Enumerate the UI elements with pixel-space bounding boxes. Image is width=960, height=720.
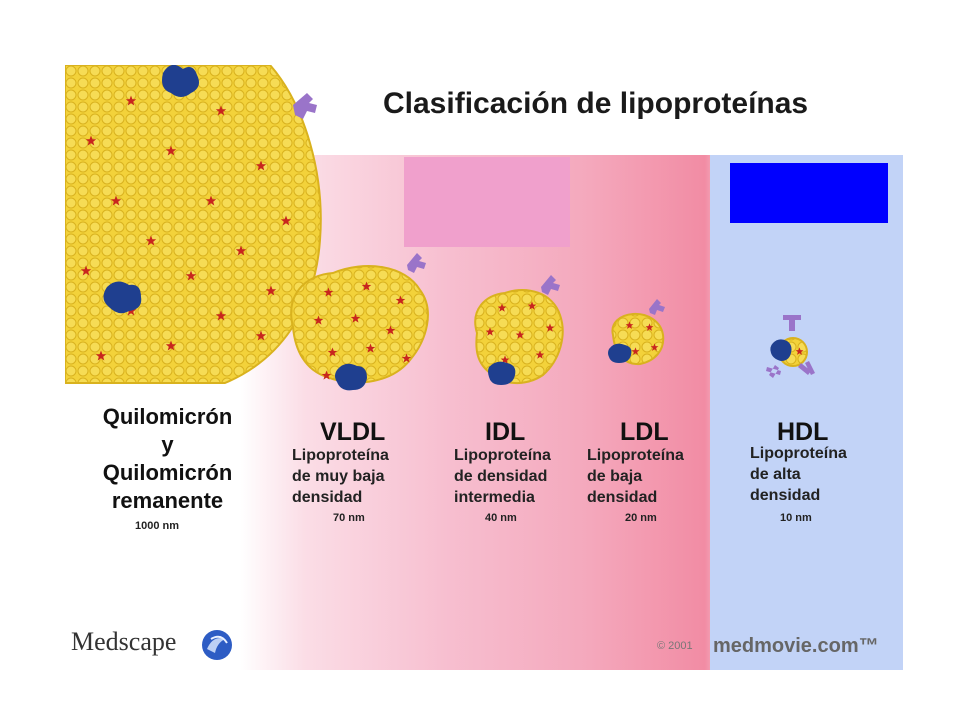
hdl-zone bbox=[710, 155, 903, 670]
pink-box bbox=[404, 157, 570, 247]
hdl-description: Lipoproteína de alta densidad bbox=[750, 445, 847, 504]
medscape-brand: Medscape bbox=[71, 627, 177, 656]
hdl-size: 10 nm bbox=[780, 512, 812, 524]
particles-illustration bbox=[65, 65, 815, 660]
chylomicron-label: Quilomicrón y Quilomicrón remanente bbox=[102, 404, 233, 513]
lipoprotein-slide: Clasificación de lipoproteínas Quilomicr… bbox=[65, 65, 903, 670]
ldl-size: 20 nm bbox=[625, 512, 657, 524]
vldl-size: 70 nm bbox=[333, 512, 365, 524]
hdl-name: HDL bbox=[777, 418, 829, 446]
vldl-particle bbox=[290, 253, 429, 391]
hdl-particle bbox=[766, 315, 815, 378]
medmovie-site: medmovie.com™ bbox=[713, 635, 879, 657]
ldl-particle bbox=[608, 299, 665, 366]
blue-box bbox=[730, 163, 888, 223]
chylomicron-particle bbox=[65, 65, 322, 384]
medscape-logo-icon bbox=[202, 630, 232, 660]
idl-size: 40 nm bbox=[485, 512, 517, 524]
idl-particle bbox=[474, 275, 564, 385]
ldl-description: Lipoproteína de baja densidad bbox=[587, 447, 684, 506]
page-title: Clasificación de lipoproteínas bbox=[383, 87, 809, 120]
chylomicron-size: 1000 nm bbox=[135, 520, 180, 532]
ldl-name: LDL bbox=[620, 418, 669, 446]
idl-name: IDL bbox=[485, 418, 526, 446]
vldl-description: Lipoproteína de muy baja densidad bbox=[292, 447, 389, 506]
vldl-name: VLDL bbox=[320, 418, 386, 446]
idl-description: Lipoproteína de densidad intermedia bbox=[454, 447, 551, 506]
copyright-text: © 2001 bbox=[657, 640, 693, 652]
